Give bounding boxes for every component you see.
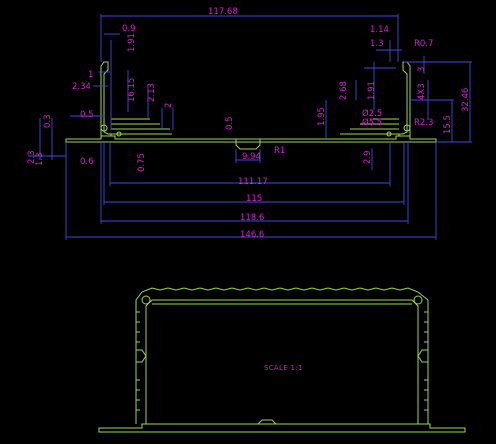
dim-right-inner: 2.9 — [363, 150, 373, 164]
scale-label: SCALE 1:1 — [264, 364, 303, 372]
dim-right-rib-h3: 4X3 — [417, 83, 427, 100]
dim-left-inner-height: 0.75 — [137, 153, 147, 172]
dim-top-overall-width: 117.68 — [208, 7, 238, 17]
dimension-labels: 117.68 0.9 1.91 1 2.34 16.15 2.13 2 0.5 … — [27, 7, 471, 240]
dim-left-edge-h3: 1.3 — [35, 152, 45, 166]
dim-center-thickness: 0.5 — [225, 116, 235, 130]
dim-left-base-offset: 0.5 — [80, 110, 94, 120]
dim-left-edge-h1: 0.3 — [43, 114, 53, 128]
dim-right-hole-a: Ø2.5 — [362, 108, 382, 119]
dim-left-rib-height: 2.13 — [147, 83, 157, 102]
dim-left-edge-h2: 2.3 — [27, 150, 37, 164]
dim-left-wall: 2.34 — [72, 82, 91, 92]
dim-center-groove: 9.94 — [242, 152, 261, 162]
dimension-lines — [28, 14, 472, 240]
dim-left-lip: 1 — [88, 70, 93, 80]
dim-right-height-total: 32.46 — [461, 88, 471, 112]
dim-left-fin-depth: 16.15 — [127, 78, 137, 102]
dim-flange-width: 146.6 — [240, 230, 264, 240]
dim-inner-width: 111.17 — [238, 177, 268, 187]
dim-center-radius: R1 — [274, 146, 285, 156]
dim-right-rib: 1.95 — [317, 107, 327, 126]
dim-right-rib-h1: 2.68 — [339, 81, 349, 100]
bottom-profile — [98, 287, 466, 433]
dim-right-top-b: 1.3 — [370, 39, 384, 49]
dim-right-radius-mid: R2.3 — [414, 118, 433, 128]
dim-left-flange: 0.6 — [80, 157, 94, 167]
dim-left-rib-gap: 0.9 — [122, 24, 136, 34]
dim-outer-width: 118.6 — [240, 213, 264, 223]
dim-right-top-a: 1.14 — [370, 25, 389, 35]
dim-body-width: 115 — [246, 194, 262, 204]
dim-left-rib-spacing: 2 — [164, 103, 174, 108]
dim-right-radius-top: R0.7 — [414, 39, 433, 49]
dim-left-slot-depth: 1.91 — [127, 33, 137, 52]
dim-right-rib-h2: 3 — [417, 67, 427, 72]
dim-right-slot: 1.91 — [367, 81, 377, 100]
dim-right-hole-b: Ø5.5 — [362, 117, 382, 128]
dim-right-height-a: 15.5 — [443, 115, 453, 134]
top-profile — [65, 61, 437, 150]
